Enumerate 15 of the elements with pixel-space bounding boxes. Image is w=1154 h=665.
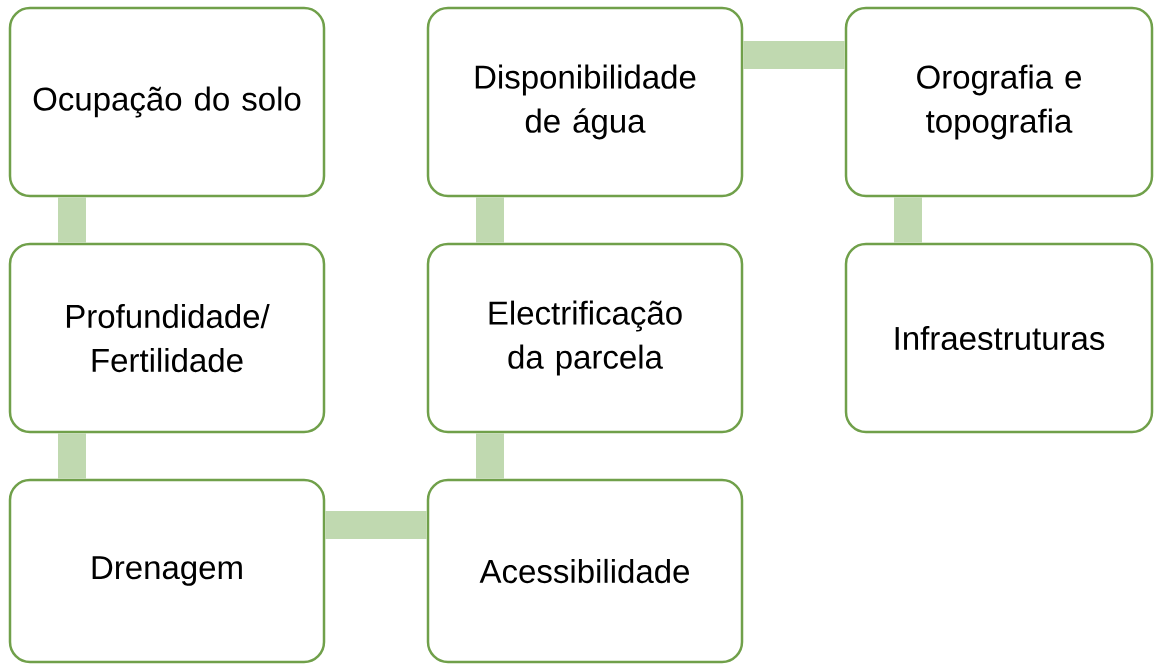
connector-bar [476,433,504,479]
text-box: Disponibilidade de água [426,6,744,198]
text-box: Profundidade/ Fertilidade [8,242,326,434]
connector-bar [325,511,427,539]
text-box: Acessibilidade [426,478,744,664]
text-box: Ocupação do solo [8,6,326,198]
text-box: Electrificação da parcela [426,242,744,434]
connector-bar [58,197,86,243]
text-box: Infraestruturas [844,242,1154,434]
connector-bar [743,41,845,69]
text-box: Drenagem [8,478,326,664]
connector-bar [476,197,504,243]
text-box: Orografia e topografia [844,6,1154,198]
connector-bar [58,433,86,479]
connector-bar [894,197,922,243]
